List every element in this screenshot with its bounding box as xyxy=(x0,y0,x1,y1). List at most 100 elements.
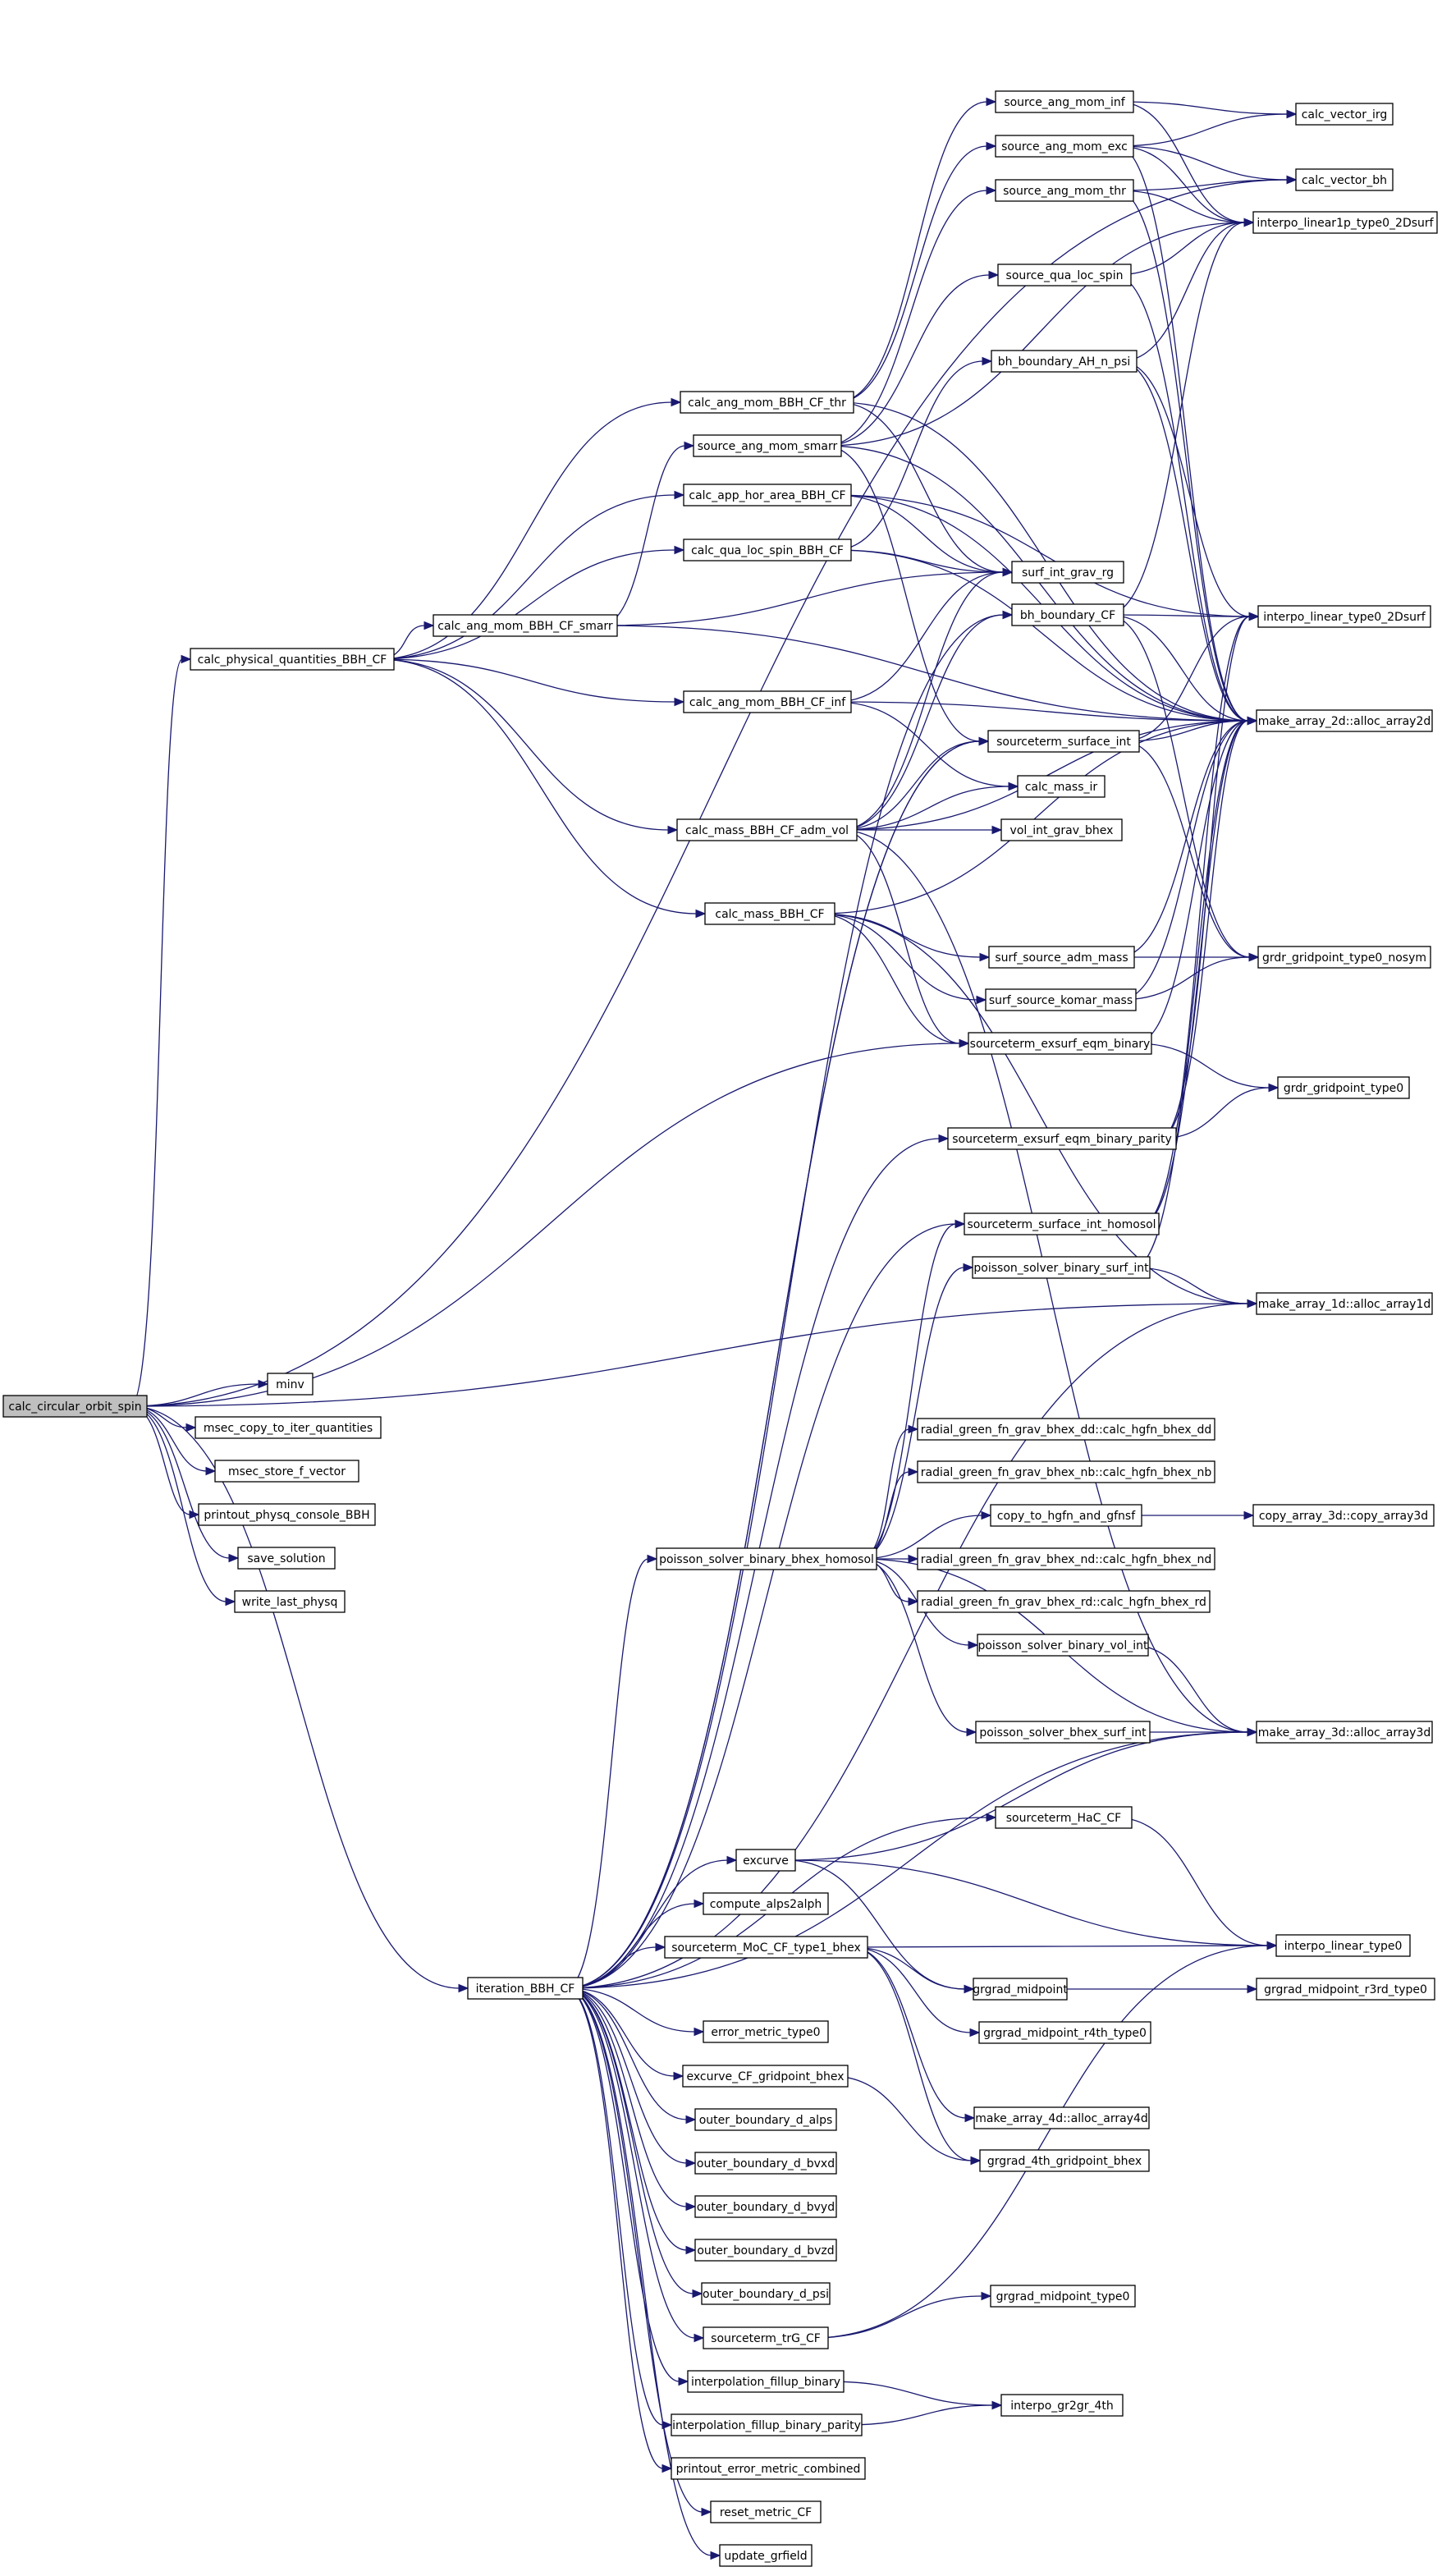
node-bh-boundary-cf[interactable]: bh_boundary_CF xyxy=(1011,603,1124,626)
node-calc-mass-bbh-cf[interactable]: calc_mass_BBH_CF xyxy=(704,902,835,925)
node-grgrad-midpoint-r3rd-type0[interactable]: grgrad_midpoint_r3rd_type0 xyxy=(1256,1978,1435,2001)
node-interpolation-fillup-binary[interactable]: interpolation_fillup_binary xyxy=(687,2370,845,2393)
node-update-grfield[interactable]: update_grfield xyxy=(719,2544,813,2567)
node-radial-green-fn-grav-bhex-rd-calc-hgfn-bhex-rd[interactable]: radial_green_fn_grav_bhex_rd::calc_hgfn_… xyxy=(917,1590,1211,1613)
edge-line xyxy=(1122,720,1249,742)
node-excurve[interactable]: excurve xyxy=(735,1849,796,1872)
node-outer-boundary-d-bvxd[interactable]: outer_boundary_d_bvxd xyxy=(694,2152,837,2175)
node-sourceterm-trg-cf[interactable]: sourceterm_trG_CF xyxy=(703,2326,829,2349)
node-grgrad-midpoint[interactable]: grgrad_midpoint xyxy=(973,1978,1068,2001)
node-grgrad-midpoint-type0[interactable]: grgrad_midpoint_type0 xyxy=(990,2285,1136,2308)
node-copy-array-3d-copy-array3d[interactable]: copy_array_3d::copy_array3d xyxy=(1252,1504,1435,1527)
node-label: sourceterm_HaC_CF xyxy=(1006,1812,1121,1825)
node-surf-source-komar-mass[interactable]: surf_source_komar_mass xyxy=(985,988,1137,1011)
node-radial-green-fn-grav-bhex-nd-calc-hgfn-bhex-nd[interactable]: radial_green_fn_grav_bhex_nd::calc_hgfn_… xyxy=(917,1547,1215,1570)
node-poisson-solver-binary-bhex-homosol[interactable]: poisson_solver_binary_bhex_homosol xyxy=(656,1547,877,1570)
node-write-last-physq[interactable]: write_last_physq xyxy=(234,1590,346,1613)
node-make-array-3d-alloc-array3d[interactable]: make_array_3d::alloc_array3d xyxy=(1256,1721,1433,1744)
node-label: sourceterm_surface_int_homosol xyxy=(967,1218,1156,1231)
node-interpo-gr2gr-4th[interactable]: interpo_gr2gr_4th xyxy=(1000,2394,1124,2417)
node-msec-store-f-vector[interactable]: msec_store_f_vector xyxy=(214,1460,359,1483)
node-interpolation-fillup-binary-parity[interactable]: interpolation_fillup_binary_parity xyxy=(671,2413,863,2436)
node-copy-to-hgfn-and-gfnsf[interactable]: copy_to_hgfn_and_gfnsf xyxy=(990,1504,1142,1527)
edge-line xyxy=(1131,1644,1249,1733)
edge-pb_vol-to-arr3d xyxy=(1131,1644,1258,1737)
node-sourceterm-exsurf-eqm-binary[interactable]: sourceterm_exsurf_eqm_binary xyxy=(968,1032,1152,1055)
node-surf-int-grav-rg[interactable]: surf_int_grav_rg xyxy=(1011,561,1124,584)
node-source-ang-mom-smarr[interactable]: source_ang_mom_smarr xyxy=(693,434,842,457)
node-label: interpolation_fillup_binary_parity xyxy=(672,2419,861,2432)
node-sourceterm-exsurf-eqm-binary-parity[interactable]: sourceterm_exsurf_eqm_binary_parity xyxy=(947,1127,1177,1150)
edge-line xyxy=(1119,222,1246,362)
node-make-array-1d-alloc-array1d[interactable]: make_array_1d::alloc_array1d xyxy=(1256,1292,1433,1315)
node-box xyxy=(979,2149,1150,2172)
node-calc-ang-mom-bbh-cf-inf[interactable]: calc_ang_mom_BBH_CF_inf xyxy=(683,690,852,713)
node-calc-ang-mom-bbh-cf-smarr[interactable]: calc_ang_mom_BBH_CF_smarr xyxy=(433,614,618,637)
node-source-ang-mom-inf[interactable]: source_ang_mom_inf xyxy=(995,90,1134,113)
node-interpo-linear-type0[interactable]: interpo_linear_type0 xyxy=(1275,1934,1411,1957)
node-poisson-solver-binary-surf-int[interactable]: poisson_solver_binary_surf_int xyxy=(972,1256,1151,1279)
node-outer-boundary-d-alps[interactable]: outer_boundary_d_alps xyxy=(694,2108,837,2131)
node-grdr-gridpoint-type0-nosym[interactable]: grdr_gridpoint_type0_nosym xyxy=(1257,946,1431,969)
node-calc-vector-bh[interactable]: calc_vector_bh xyxy=(1295,168,1394,191)
node-radial-green-fn-grav-bhex-dd-calc-hgfn-bhex-dd[interactable]: radial_green_fn_grav_bhex_dd::calc_hgfn_… xyxy=(917,1418,1215,1441)
node-grgrad-4th-gridpoint-bhex[interactable]: grgrad_4th_gridpoint_bhex xyxy=(979,2149,1150,2172)
node-label: make_array_1d::alloc_array1d xyxy=(1258,1298,1431,1311)
node-calc-circular-orbit-spin[interactable]: calc_circular_orbit_spin xyxy=(2,1395,148,1418)
node-outer-boundary-d-bvyd[interactable]: outer_boundary_d_bvyd xyxy=(694,2195,837,2218)
node-calc-qua-loc-spin-bbh-cf[interactable]: calc_qua_loc_spin_BBH_CF xyxy=(683,539,852,561)
node-surf-source-adm-mass[interactable]: surf_source_adm_mass xyxy=(988,946,1135,969)
node-make-array-2d-alloc-array2d[interactable]: make_array_2d::alloc_array2d xyxy=(1256,709,1433,732)
node-calc-ang-mom-bbh-cf-thr[interactable]: calc_ang_mom_BBH_CF_thr xyxy=(680,391,854,414)
node-calc-mass-ir[interactable]: calc_mass_ir xyxy=(1017,775,1106,798)
node-sourceterm-surface-int[interactable]: sourceterm_surface_int xyxy=(987,730,1140,753)
node-error-metric-type0[interactable]: error_metric_type0 xyxy=(703,2020,829,2043)
node-sourceterm-surface-int-homosol[interactable]: sourceterm_surface_int_homosol xyxy=(964,1212,1160,1235)
node-make-array-4d-alloc-array4d[interactable]: make_array_4d::alloc_array4d xyxy=(973,2106,1150,2129)
node-box xyxy=(1000,818,1123,841)
node-printout-physq-console-bbh[interactable]: printout_physq_console_BBH xyxy=(198,1503,376,1526)
edge-line xyxy=(1114,274,1249,722)
node-source-ang-mom-exc[interactable]: source_ang_mom_exc xyxy=(995,135,1134,158)
arrowhead-icon xyxy=(968,1640,979,1650)
node-source-ang-mom-thr[interactable]: source_ang_mom_thr xyxy=(995,179,1134,202)
edge-line xyxy=(859,1267,965,1560)
node-vol-int-grav-bhex[interactable]: vol_int_grav_bhex xyxy=(1000,818,1123,841)
node-sourceterm-hac-cf[interactable]: sourceterm_HaC_CF xyxy=(995,1806,1133,1829)
node-source-qua-loc-spin[interactable]: source_qua_loc_spin xyxy=(997,264,1132,286)
node-minv[interactable]: minv xyxy=(267,1373,314,1396)
node-grgrad-midpoint-r4th-type0[interactable]: grgrad_midpoint_r4th_type0 xyxy=(978,2021,1151,2044)
node-grdr-gridpoint-type0[interactable]: grdr_gridpoint_type0 xyxy=(1277,1076,1410,1099)
edge-iter-to-fillup xyxy=(565,1987,689,2386)
node-reset-metric-cf[interactable]: reset_metric_CF xyxy=(710,2500,822,2523)
node-calc-mass-bbh-cf-adm-vol[interactable]: calc_mass_BBH_CF_adm_vol xyxy=(676,818,858,841)
node-radial-green-fn-grav-bhex-nb-calc-hgfn-bhex-nb[interactable]: radial_green_fn_grav_bhex_nb::calc_hgfn_… xyxy=(917,1460,1215,1483)
edge-pb_surf-to-arr2d xyxy=(1133,716,1258,1268)
node-bh-boundary-ah-n-psi[interactable]: bh_boundary_AH_n_psi xyxy=(991,350,1138,373)
node-interpo-linear-type0-2dsurf[interactable]: interpo_linear_type0_2Dsurf xyxy=(1257,605,1431,628)
node-box xyxy=(656,1547,877,1570)
edge-pbbh-to-pb_surf xyxy=(859,1263,974,1560)
arrowhead-icon xyxy=(674,697,685,707)
node-calc-physical-quantities-bbh-cf[interactable]: calc_physical_quantities_BBH_CF xyxy=(190,648,395,671)
node-compute-alps2alph[interactable]: compute_alps2alph xyxy=(703,1892,829,1915)
node-poisson-solver-bhex-surf-int[interactable]: poisson_solver_bhex_surf_int xyxy=(975,1721,1151,1744)
node-outer-boundary-d-psi[interactable]: outer_boundary_d_psi xyxy=(701,2282,831,2305)
edge-line xyxy=(824,445,981,742)
edge-line xyxy=(1106,614,1251,958)
node-label: vol_int_grav_bhex xyxy=(1010,824,1114,837)
node-calc-vector-irg[interactable]: calc_vector_irg xyxy=(1295,103,1394,126)
node-save-solution[interactable]: save_solution xyxy=(237,1547,336,1570)
node-iteration-bbh-cf[interactable]: iteration_BBH_CF xyxy=(467,1977,584,2000)
edge-copy_hgfn-to-copy3d xyxy=(1124,1510,1255,1520)
node-sourceterm-moc-cf-type1-bhex[interactable]: sourceterm_MoC_CF_type1_bhex xyxy=(664,1936,868,1959)
node-outer-boundary-d-bvzd[interactable]: outer_boundary_d_bvzd xyxy=(694,2239,837,2262)
node-poisson-solver-binary-vol-int[interactable]: poisson_solver_binary_vol_int xyxy=(977,1634,1149,1657)
node-calc-app-hor-area-bbh-cf[interactable]: calc_app_hor_area_BBH_CF xyxy=(683,484,852,506)
edge-iter-to-reset xyxy=(565,1987,712,2517)
edge-line xyxy=(836,101,988,403)
node-interpo-linear1p-type0-2dsurf[interactable]: interpo_linear1p_type0_2Dsurf xyxy=(1252,211,1438,234)
node-msec-copy-to-iter-quantities[interactable]: msec_copy_to_iter_quantities xyxy=(195,1416,382,1439)
node-printout-error-metric-combined[interactable]: printout_error_metric_combined xyxy=(671,2457,866,2480)
node-excurve-cf-gridpoint-bhex[interactable]: excurve_CF_gridpoint_bhex xyxy=(682,2065,849,2088)
